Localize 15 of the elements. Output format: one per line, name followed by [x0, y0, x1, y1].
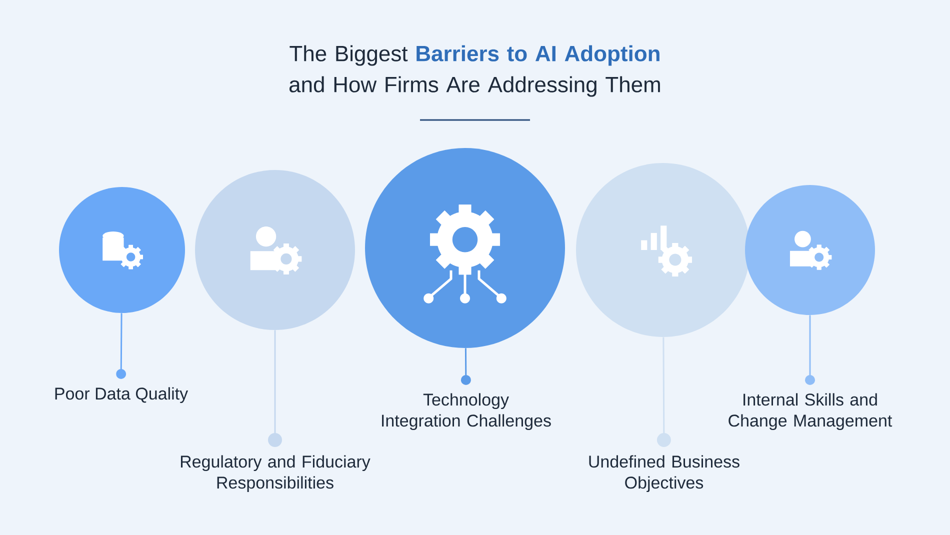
circle [745, 185, 875, 315]
circle [59, 187, 185, 313]
leader-line [460, 348, 471, 385]
title: The Biggest Barriers to AI Adoption and How Firms Are Addressing Them [290, 45, 660, 97]
barrier-label: Technology Integration Challenges [382, 393, 551, 430]
leader-line [116, 313, 126, 379]
leader-line [268, 330, 282, 447]
barrier-label: Regulatory and Fiduciary Responsibilities [180, 455, 370, 492]
circle [576, 163, 750, 337]
leader-line [805, 315, 815, 385]
barrier-label: Undefined Business Objectives [589, 455, 740, 492]
barrier-label: Poor Data Quality [55, 387, 188, 404]
circle [195, 170, 355, 330]
barrier-label: Internal Skills and Change Management [728, 393, 892, 430]
leader-line [656, 337, 671, 447]
